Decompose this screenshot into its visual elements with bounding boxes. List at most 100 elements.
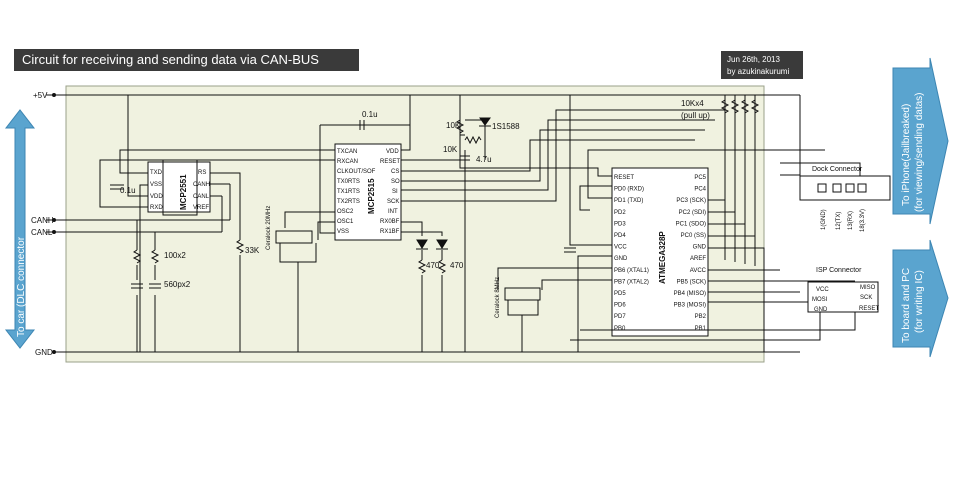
gnd-label: GND xyxy=(35,348,53,357)
mcp2551-chip: MCP2551 TXD VSS VDD RXD RS CANH CANL VRE… xyxy=(147,159,211,216)
atmega-pin-right-10: PB4 (MISO) xyxy=(674,291,706,297)
xtal20-label: Ceralock 20MHz xyxy=(266,206,272,250)
mcp2551-pin-r3: VREF xyxy=(193,205,209,211)
mcp2515-chip: MCP2515 TXCAN RXCAN CLKOUT/SOF TX0RTS TX… xyxy=(334,143,402,241)
atmega-pin-left-2: PD1 (TXD) xyxy=(614,198,643,204)
mcp2515-pin-l2: CLKOUT/SOF xyxy=(337,169,376,175)
mcp2551-pin-l2: VDD xyxy=(150,194,163,200)
atmega-pin-right-1: PC4 xyxy=(694,187,706,193)
vcc-label: +5V xyxy=(33,91,48,100)
cap-left-label: 0.1u xyxy=(120,186,136,195)
mcp2515-pin-r5: SCK xyxy=(387,199,399,205)
atmega-pin-left-12: PD7 xyxy=(614,314,626,320)
canh-label: CANH xyxy=(31,216,54,225)
mcp2515-pin-r2: CS xyxy=(391,169,399,175)
left-arrow-label: To car (DLC connector xyxy=(16,236,27,337)
xtal8-label: Ceralock 8MHz xyxy=(495,277,501,318)
mcp2551-pin-r1: CANH xyxy=(193,182,210,188)
atmega-pin-right-6: GND xyxy=(693,245,707,251)
mcp2515-pin-l6: OSC2 xyxy=(337,209,354,215)
mcp2551-pin-r2: CANL xyxy=(193,194,210,200)
atmega-pin-left-9: PB7 (XTAL2) xyxy=(614,279,649,285)
pullup-label-1: 10Kx4 xyxy=(681,99,704,108)
atmega-pin-right-3: PC2 (SDI) xyxy=(679,210,706,216)
mcp2515-pin-l7: OSC1 xyxy=(337,219,354,225)
mcp2515-name: MCP2515 xyxy=(367,178,376,214)
canl-label: CANL xyxy=(31,228,53,237)
isp-connector: ISP Connector VCC MOSI GND MISO SCK RESE… xyxy=(807,267,879,313)
atmega-pin-left-13: PB0 xyxy=(614,326,626,332)
led-r2-label: 470 xyxy=(450,261,464,270)
mcp2551-name: MCP2551 xyxy=(179,174,188,210)
atmega-pin-right-9: PB5 (SCK) xyxy=(677,279,706,285)
c560-label: 560px2 xyxy=(164,280,191,289)
can-bus-lines xyxy=(46,183,231,233)
atmega-pin-right-5: PC0 (SS) xyxy=(681,233,706,239)
components xyxy=(110,99,760,289)
atmega-pin-left-5: PD4 xyxy=(614,233,626,239)
mcp2515-pin-r4: SI xyxy=(392,189,398,195)
mcp2551-pin-l1: VSS xyxy=(150,182,162,188)
r10k-b-label: 10K xyxy=(443,145,458,154)
mcp2551-pin-r0: RS xyxy=(198,170,206,176)
atmega-pin-left-0: RESET xyxy=(614,175,634,181)
atmega-pin-left-4: PD3 xyxy=(614,221,626,227)
atmega-pin-right-12: PB2 xyxy=(695,314,707,320)
mcp2515-pin-l1: RXCAN xyxy=(337,159,358,165)
dock-pin-1: 12(TX) xyxy=(836,212,842,230)
r10k-a-label: 10K xyxy=(446,121,461,130)
right-arrow-pc: To board and PC (for writing IC) xyxy=(892,239,949,358)
date-banner: Jun 26th, 2013 by azukinakurumi xyxy=(721,51,803,79)
dock-title: Dock Connector xyxy=(812,166,863,173)
mcp2551-pin-l3: RXD xyxy=(150,205,163,211)
atmega-pin-right-8: AVCC xyxy=(690,268,707,274)
mcp2515-pin-r0: VDD xyxy=(386,149,399,155)
atmega-pin-right-4: PC1 (SDO) xyxy=(676,221,706,227)
mcp2515-pin-r6: INT xyxy=(388,209,398,215)
atmega-pin-left-10: PD5 xyxy=(614,291,626,297)
diode-label: 1S1588 xyxy=(492,122,520,131)
pc-label-1: To board and PC xyxy=(901,268,912,343)
led-r1-label: 470 xyxy=(426,261,440,270)
atmega-pin-right-13: PB1 xyxy=(695,326,707,332)
mcp2515-pin-l4: TX1RTS xyxy=(337,189,360,195)
right-arrow-iphone: To iPhone(Jailbreaked) (for viewing/send… xyxy=(892,57,949,225)
isp-right-0: MISO xyxy=(860,285,876,291)
isp-right-1: SCK xyxy=(860,295,872,301)
isp-left-2: GND xyxy=(814,307,828,313)
isp-left-0: VCC xyxy=(816,287,829,293)
atmega-name: ATMEGA328P xyxy=(658,231,667,284)
mcp2515-pin-r1: RESET xyxy=(380,159,400,165)
dock-connector: Dock Connector 1(GND) 12(TX) 13(RX) 18(3… xyxy=(799,166,891,232)
atmega-pin-left-8: PB6 (XTAL1) xyxy=(614,268,649,274)
cap-top-label: 0.1u xyxy=(362,110,378,119)
mcp2515-pin-l0: TXCAN xyxy=(337,149,357,155)
atmega-pin-right-11: PB3 (MOSI) xyxy=(674,303,706,309)
mcp2551-pin-l0: TXD xyxy=(150,170,163,176)
pc-label-2: (for writing IC) xyxy=(914,270,925,333)
author-text: by azukinakurumi xyxy=(727,67,790,76)
cap-reset-label: 4.7u xyxy=(476,155,492,164)
r100-label: 100x2 xyxy=(164,251,186,260)
mcp2515-pin-l3: TX0RTS xyxy=(337,179,360,185)
atmega-pin-left-11: PD6 xyxy=(614,303,626,309)
atmega-pin-right-7: AREF xyxy=(690,256,706,262)
atmega-pin-left-1: PD0 (RXD) xyxy=(614,187,644,193)
r33k-label: 33K xyxy=(245,246,260,255)
dock-pin-0: 1(GND) xyxy=(821,209,827,230)
atmega-pin-left-7: GND xyxy=(614,256,628,262)
mcp2515-pin-r3: SO xyxy=(391,179,400,185)
isp-title: ISP Connector xyxy=(816,267,862,274)
mcp2515-pin-l8: VSS xyxy=(337,229,349,235)
diagram-title: Circuit for receiving and sending data v… xyxy=(14,49,359,71)
dock-pin-3: 18(3.3V) xyxy=(860,209,866,232)
atmega-pin-left-3: PD2 xyxy=(614,210,626,216)
atmega-pin-right-0: PC5 xyxy=(694,175,706,181)
atmega-pin-left-6: VCC xyxy=(614,245,627,251)
mcp2515-pin-l5: TX2RTS xyxy=(337,199,360,205)
mcp2515-pin-r7: RX0BF xyxy=(380,219,400,225)
mcp2515-pin-r8: RX1BF xyxy=(380,229,400,235)
